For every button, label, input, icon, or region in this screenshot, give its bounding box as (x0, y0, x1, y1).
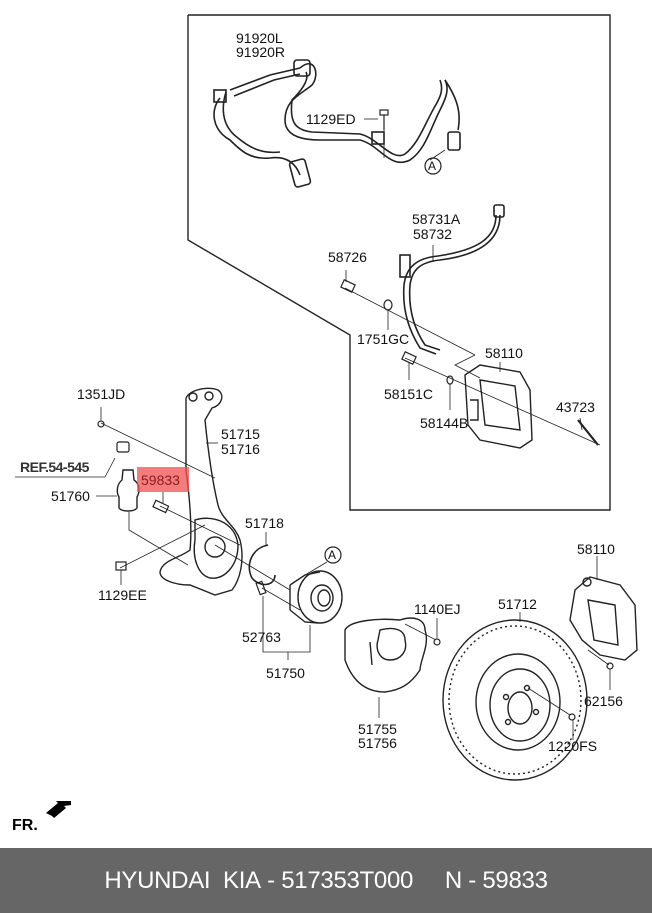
label-62156[interactable]: 62156 (584, 693, 623, 709)
label-58151C[interactable]: 58151C (384, 386, 434, 402)
label-1129EE[interactable]: 1129EE (98, 587, 147, 603)
inset-frame (187, 14, 611, 511)
diagram-drawing (15, 14, 638, 818)
label-58144B[interactable]: 58144B (420, 415, 469, 431)
front-indicator-label: FR. (12, 817, 38, 834)
label-51718[interactable]: 51718 (245, 515, 284, 531)
label-51712[interactable]: 51712 (498, 596, 537, 612)
brake-caliper-top (464, 364, 533, 449)
front-arrow-icon (46, 801, 71, 818)
label-1351JD[interactable]: 1351JD (77, 386, 126, 402)
footer-n-value: 59833 (482, 866, 548, 894)
callout-a-top-circle (424, 157, 442, 175)
ref-label[interactable]: REF.54-545 (20, 459, 89, 475)
footer-sep1: - (260, 866, 282, 894)
label-58110-top[interactable]: 58110 (485, 345, 523, 361)
label-1751GC[interactable]: 1751GC (357, 331, 410, 347)
label-51716[interactable]: 51716 (221, 441, 260, 457)
parts-diagram: 91920L 91920R 1129ED A 58731A 58732 5872… (12, 14, 638, 834)
label-51750[interactable]: 51750 (266, 665, 305, 681)
footer-part-number: 517353T000 (281, 866, 414, 894)
ball-joint (116, 469, 140, 512)
snap-ring (248, 544, 276, 586)
highlight-box (137, 467, 189, 492)
brake-disc (442, 619, 588, 781)
label-58731A[interactable]: 58731A (412, 211, 461, 227)
footer-bar: HYUNDAI KIA - 517353T000 N - 59833 (0, 848, 652, 913)
steering-knuckle (159, 387, 243, 596)
label-1140EJ[interactable]: 1140EJ (414, 601, 461, 617)
label-59833-highlighted[interactable]: 59833 (141, 472, 180, 488)
label-52763[interactable]: 52763 (242, 629, 281, 645)
label-1220FS[interactable]: 1220FS (548, 738, 598, 754)
label-51756[interactable]: 51756 (358, 735, 397, 751)
label-58110-bottom[interactable]: 58110 (577, 541, 615, 557)
label-91920L[interactable]: 91920L (236, 30, 283, 46)
ref-nut (116, 441, 130, 453)
callout-a-hub-circle (324, 546, 342, 564)
label-51755[interactable]: 51755 (358, 721, 397, 737)
label-58726[interactable]: 58726 (328, 249, 367, 265)
footer-brand: HYUNDAI KIA (104, 866, 261, 894)
label-43723[interactable]: 43723 (556, 399, 595, 415)
label-91920R[interactable]: 91920R (236, 44, 286, 60)
label-51760[interactable]: 51760 (51, 488, 90, 504)
brake-caliper-bottom (569, 576, 638, 661)
footer-sep2: - (461, 866, 483, 894)
label-58732[interactable]: 58732 (413, 226, 452, 242)
bolt-1129ED (379, 109, 389, 158)
footer-n-label: N (444, 866, 462, 894)
callout-a-hub: A (328, 548, 337, 562)
label-51715[interactable]: 51715 (221, 426, 260, 442)
footer-gap (413, 867, 445, 895)
label-1129ED[interactable]: 1129ED (306, 111, 356, 127)
dust-shield (344, 617, 428, 693)
callout-a-top: A (428, 159, 437, 173)
wheel-hub (289, 570, 343, 624)
